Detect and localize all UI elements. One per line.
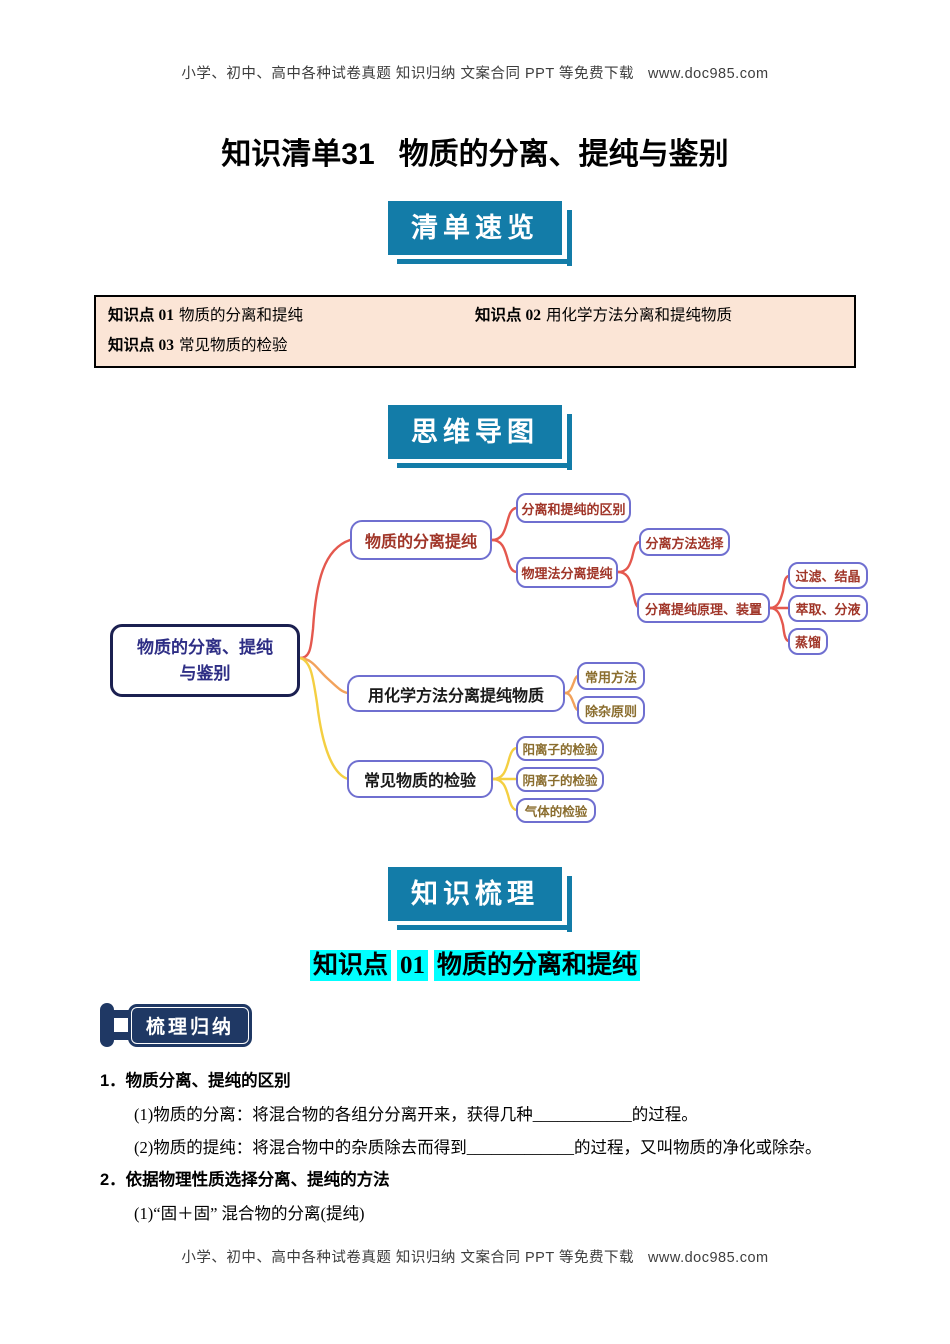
subsection-badge: 梳理归纳 — [100, 1003, 950, 1047]
watermark-url: www.doc985.com — [647, 1250, 769, 1266]
connector-root-b1 — [298, 538, 352, 660]
watermark-url: www.doc985.com — [647, 66, 769, 82]
banner-overview-wrap: 清单速览 — [0, 201, 950, 266]
content-item2-heading: 2．依据物理性质选择分离、提纯的方法 — [100, 1171, 390, 1189]
mindmap-node-b1leaf1: 过滤、结晶 — [788, 562, 868, 589]
kp-label: 知识点 — [108, 337, 155, 354]
mindmap-node-b3c2: 阴离子的检验 — [516, 767, 604, 792]
connector-root-b3 — [298, 656, 350, 781]
kp-number: 01 — [158, 307, 175, 324]
connector-b1c2-b1c2a — [616, 540, 642, 574]
footer-watermark: 小学、初中、高中各种试卷真题 知识归纳 文案合同 PPT 等免费下载 www.do… — [0, 1246, 950, 1267]
kp-label: 知识点 — [108, 307, 155, 324]
mindmap-node-b2c1: 常用方法 — [577, 662, 645, 690]
content-item1-sub2: (2)物质的提纯：将混合物中的杂质除去而得到_____________的过程，又… — [134, 1138, 822, 1157]
connector-root-b2 — [298, 656, 350, 695]
badge-pill: 梳理归纳 — [128, 1003, 253, 1047]
mindmap-node-b1c2a: 分离方法选择 — [639, 528, 730, 556]
connector-b1c2b-leaf1 — [768, 574, 791, 610]
mindmap-node-b1: 物质的分离提纯 — [350, 520, 492, 560]
mindmap-node-b2c2: 除杂原则 — [577, 696, 645, 724]
mindmap-root-node: 物质的分离、提纯 与鉴别 — [110, 624, 300, 697]
banner-knowledge: 知识梳理 — [388, 867, 572, 932]
section-kp-title: 物质的分离和提纯 — [434, 950, 641, 981]
mindmap-connectors — [298, 506, 791, 812]
mindmap-node-b1leaf3: 蒸馏 — [788, 628, 828, 655]
connector-b2-b2c1 — [563, 674, 580, 695]
mindmap-node-b1leaf2: 萃取、分液 — [788, 595, 868, 622]
banner-knowledge-wrap: 知识梳理 — [0, 867, 950, 932]
header-watermark: 小学、初中、高中各种试卷真题 知识归纳 文案合同 PPT 等免费下载 www.do… — [0, 0, 950, 83]
connector-b2-b2c2 — [563, 691, 580, 712]
banner-mindmap-wrap: 思维导图 — [0, 405, 950, 470]
connector-b1-b1c1 — [490, 506, 519, 542]
root-line1: 物质的分离、提纯 — [137, 638, 273, 657]
mindmap-node-b3: 常见物质的检验 — [347, 760, 493, 798]
mindmap-node-b1c2: 物理法分离提纯 — [516, 557, 618, 588]
kp-text: 常见物质的检验 — [179, 337, 288, 354]
connector-b3-b3c3 — [491, 777, 519, 812]
content-item1-heading: 1．物质分离、提纯的区别 — [100, 1072, 291, 1090]
connector-b3-b3c1 — [491, 746, 519, 781]
kp-number: 02 — [525, 307, 542, 324]
page-title: 知识清单31 物质的分离、提纯与鉴别 — [0, 129, 950, 173]
content-item2-sub1: (1)“固＋固” 混合物的分离(提纯) — [134, 1204, 365, 1223]
banner-mindmap: 思维导图 — [388, 405, 572, 470]
mindmap-node-b3c3: 气体的检验 — [516, 798, 596, 823]
kp-text: 用化学方法分离和提纯物质 — [546, 307, 733, 324]
mindmap: 物质的分离、提纯 与鉴别 物质的分离提纯 分离和提纯的区别 物理法分离提纯 分离… — [0, 477, 950, 837]
connector-b1c2-b1c2b — [616, 570, 642, 610]
connector-b1-b1c2 — [490, 538, 519, 574]
content-item1-sub1: (1)物质的分离：将混合物的各组分分离开来，获得几种____________的过… — [134, 1105, 698, 1124]
mindmap-node-b1c1: 分离和提纯的区别 — [516, 493, 631, 523]
kp-number: 03 — [158, 337, 175, 354]
section-kp-label: 知识点 — [309, 950, 391, 981]
section-kp-number: 01 — [397, 950, 428, 981]
kp-label: 知识点 — [475, 307, 522, 324]
connector-b1c2b-leaf3 — [768, 606, 791, 643]
watermark-text: 小学、初中、高中各种试卷真题 知识归纳 文案合同 PPT 等免费下载 — [181, 66, 634, 82]
kp-text: 物质的分离和提纯 — [179, 307, 304, 324]
root-line2: 与鉴别 — [179, 663, 231, 683]
mindmap-node-b3c1: 阳离子的检验 — [516, 736, 604, 761]
badge-handle-icon — [100, 1003, 129, 1047]
watermark-text: 小学、初中、高中各种试卷真题 知识归纳 文案合同 PPT 等免费下载 — [181, 1250, 634, 1266]
mindmap-node-b2: 用化学方法分离提纯物质 — [347, 675, 565, 712]
content-section: 1．物质分离、提纯的区别 (1)物质的分离：将混合物的各组分分离开来，获得几种_… — [100, 1065, 860, 1230]
title-main: 物质的分离、提纯与鉴别 — [398, 138, 729, 171]
banner-overview: 清单速览 — [388, 201, 572, 266]
title-prefix: 知识清单31 — [221, 138, 375, 171]
mindmap-node-b1c2b: 分离提纯原理、装置 — [637, 593, 770, 623]
